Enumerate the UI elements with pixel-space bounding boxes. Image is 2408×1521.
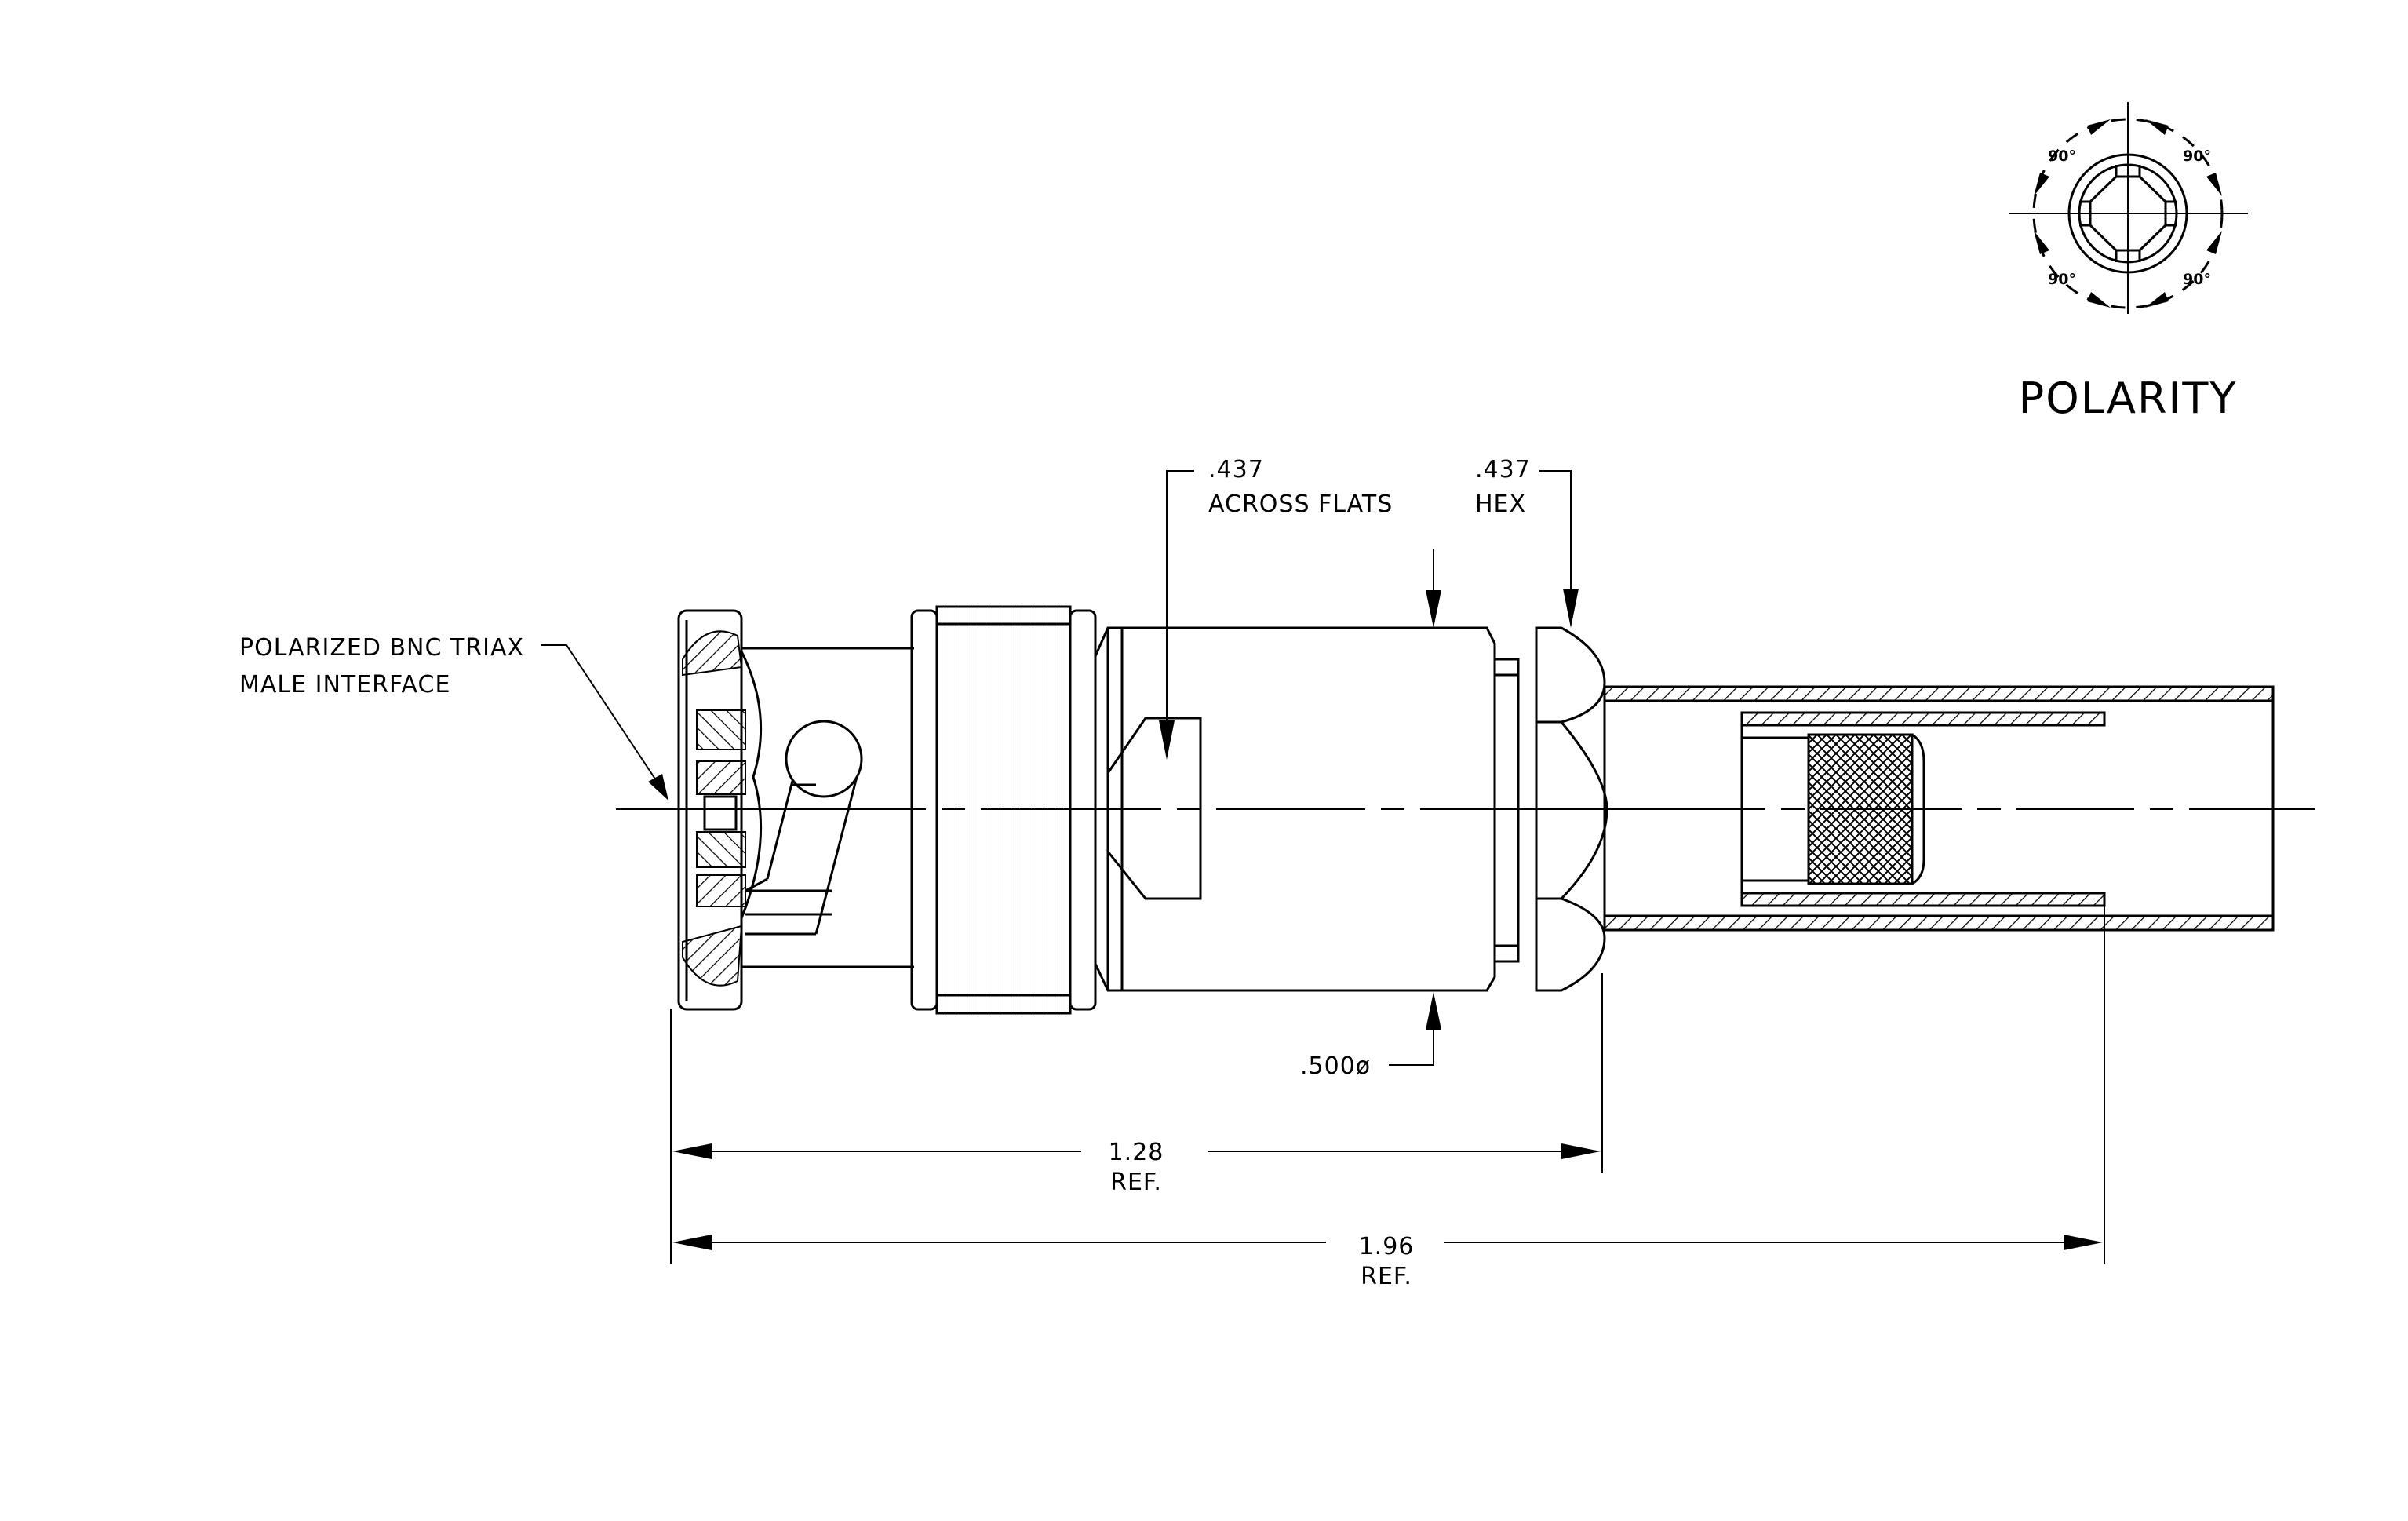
hex-nut <box>1535 626 1608 992</box>
interface-label-line2: MALE INTERFACE <box>239 671 450 698</box>
flats-value: .437 <box>1208 456 1264 483</box>
hex-value: .437 <box>1475 456 1531 483</box>
inner-contact <box>1740 711 2106 907</box>
dim-long-ref: REF. <box>1361 1263 1412 1290</box>
interface-callout: POLARIZED BNC TRIAX MALE INTERFACE <box>239 634 668 801</box>
hex-callout: .437 HEX <box>1475 456 1579 628</box>
coupling-nut <box>910 605 1097 1015</box>
diameter-value: .500ø <box>1300 1052 1371 1080</box>
dim-short-value: 1.28 <box>1109 1139 1164 1166</box>
bayonet-sleeve <box>741 647 914 968</box>
crimp-sleeve <box>1603 685 2275 932</box>
dimension-1-96: 1.96 REF. <box>672 906 2105 1290</box>
dim-long-value: 1.96 <box>1359 1233 1415 1260</box>
angle-bottom-left: 90° <box>2048 271 2076 288</box>
diameter-callout: .500ø <box>1300 992 1441 1080</box>
flats-text: ACROSS FLATS <box>1208 491 1393 518</box>
flats-callout: .437 ACROSS FLATS <box>1159 456 1441 760</box>
interface-label-line1: POLARIZED BNC TRIAX <box>239 634 524 662</box>
angle-bottom-right: 90° <box>2183 271 2211 288</box>
polarity-title: POLARITY <box>2019 374 2238 423</box>
dim-short-ref: REF. <box>1110 1169 1162 1196</box>
angle-top-left: 90° <box>2048 148 2076 165</box>
polarity-detail: 90° 90° 90° 90° POLARITY <box>2009 102 2248 423</box>
bayonet-front <box>677 609 763 1011</box>
hex-text: HEX <box>1475 491 1526 518</box>
angle-top-right: 90° <box>2183 148 2211 165</box>
connector-body <box>1094 626 1520 992</box>
dimension-1-28: 1.28 REF. <box>670 973 1603 1264</box>
